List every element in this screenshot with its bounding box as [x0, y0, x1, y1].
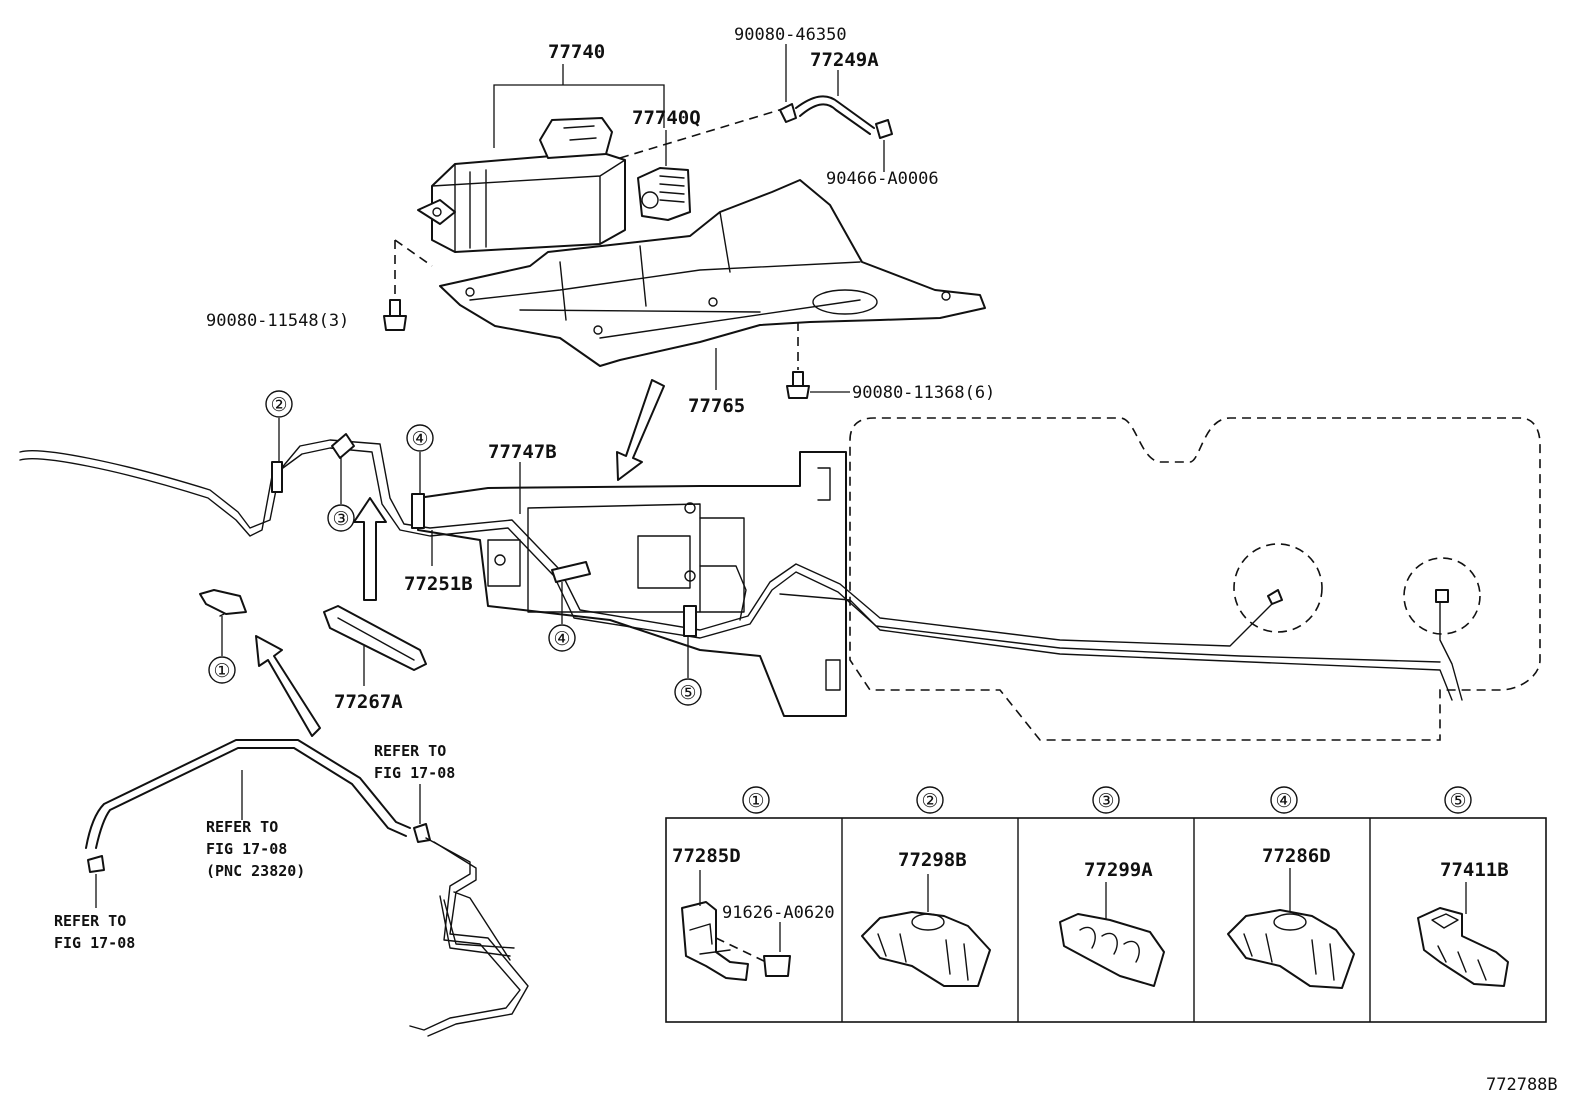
protector-drawing: [439, 179, 986, 390]
tank-gauge-left: [1233, 543, 1323, 633]
svg-text:①: ①: [213, 660, 230, 682]
legend-header-3: ③: [1092, 786, 1120, 814]
legend-header-2: ②: [916, 786, 944, 814]
svg-text:②: ②: [921, 790, 938, 812]
label-90466-A0006: 90466-A0006: [826, 169, 939, 189]
frame-bracket-drawing: [417, 451, 847, 717]
legend-part-91626-A0620: 91626-A0620: [722, 903, 835, 923]
label-90080-11368: 90080-11368(6): [852, 383, 995, 403]
clamp-4a-drawing: [411, 493, 425, 529]
note-refer-b-line2: FIG 17-08: [206, 840, 287, 858]
fuel-tank-dashed-outline: [849, 417, 1541, 741]
callout-1: ①: [208, 656, 236, 684]
note-refer-c-line1: REFER TO: [374, 742, 446, 760]
callout-4a: ④: [406, 424, 434, 452]
note-refer-c-line2: FIG 17-08: [374, 764, 455, 782]
legend-table: ① ② ③ ④ ⑤ 77285D 91626-A0620 77298B 7729…: [665, 786, 1547, 1023]
lower-hose-drawing: [85, 739, 529, 1037]
label-77249A: 77249A: [810, 49, 879, 71]
legend-header-1: ①: [742, 786, 770, 814]
svg-text:⑤: ⑤: [1449, 790, 1466, 812]
callout-2: ②: [265, 390, 293, 418]
svg-text:②: ②: [270, 394, 287, 416]
clamp-1-drawing: [199, 589, 247, 615]
clamp-4b-drawing: [551, 561, 591, 583]
legend-part-77286D: 77286D: [1262, 845, 1331, 867]
arrow-up-left: [255, 635, 321, 737]
callout-3: ③: [327, 504, 355, 532]
svg-text:⑤: ⑤: [679, 682, 696, 704]
label-90080-46350: 90080-46350: [734, 25, 847, 45]
clamp-3-drawing: [331, 433, 355, 459]
legend-header-5: ⑤: [1444, 786, 1472, 814]
svg-text:③: ③: [1097, 790, 1114, 812]
legend-part-77298B: 77298B: [898, 849, 967, 871]
bolt-canister-drawing: [383, 299, 407, 331]
callout-5: ⑤: [674, 678, 702, 706]
label-77740: 77740: [548, 41, 605, 63]
svg-text:④: ④: [1275, 790, 1292, 812]
note-refer-a-line2: FIG 17-08: [54, 934, 135, 952]
label-77267A: 77267A: [334, 691, 403, 713]
fuel-lines-drawing: [19, 439, 1463, 701]
legend-part-77411B: 77411B: [1440, 859, 1509, 881]
clamp-2-drawing: [271, 461, 283, 493]
callout-4b: ④: [548, 624, 576, 652]
legend-part-77285D: 77285D: [672, 845, 741, 867]
note-refer-a-line1: REFER TO: [54, 912, 126, 930]
note-refer-b-line3: (PNC 23820): [206, 862, 305, 880]
note-refer-b-line1: REFER TO: [206, 818, 278, 836]
hose-drawing: [779, 44, 893, 172]
svg-text:④: ④: [553, 628, 570, 650]
canister-mount-dashed-line: [394, 239, 433, 302]
svg-text:③: ③: [332, 508, 349, 530]
svg-text:①: ①: [747, 790, 764, 812]
label-77747B: 77747B: [488, 441, 557, 463]
label-90080-11548: 90080-11548(3): [206, 311, 349, 331]
arrow-down-right: [616, 379, 665, 481]
label-77740Q: 77740Q: [632, 107, 701, 129]
label-77765: 77765: [688, 395, 745, 417]
arrow-up: [353, 497, 387, 601]
clamp-5-drawing: [683, 605, 697, 637]
canister-assembly-drawing: [417, 64, 691, 253]
tank-gauge-right: [1403, 557, 1481, 635]
legend-part-77299A: 77299A: [1084, 859, 1153, 881]
figure-id: 772788B: [1486, 1075, 1558, 1095]
label-77251B: 77251B: [404, 573, 473, 595]
svg-text:④: ④: [411, 428, 428, 450]
bolt-protector-drawing: [786, 371, 850, 399]
legend-header-4: ④: [1270, 786, 1298, 814]
